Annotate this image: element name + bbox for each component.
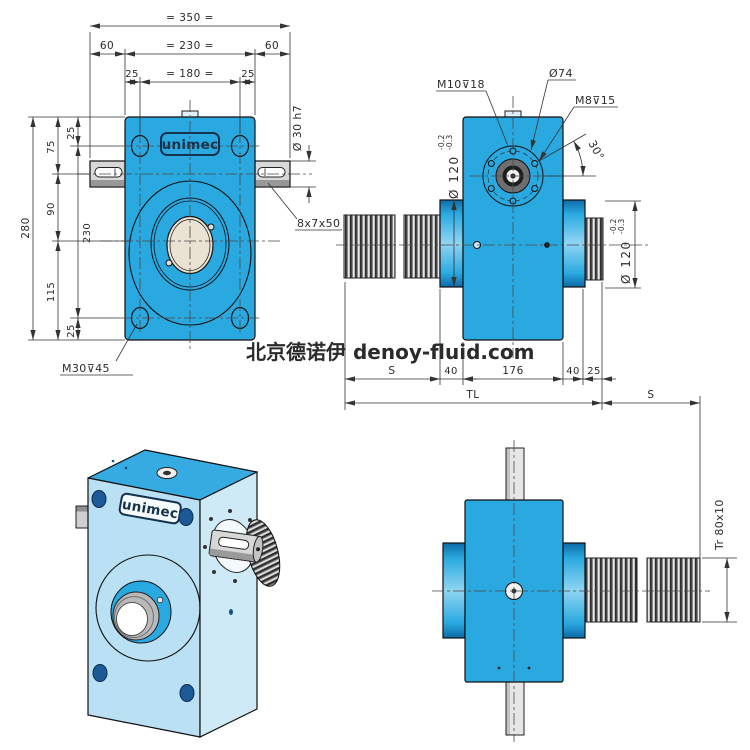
label-30deg: 30° bbox=[585, 138, 606, 162]
vertical-shaft-bottom bbox=[505, 680, 525, 736]
label-tr80: Tr 80x10 bbox=[713, 499, 726, 551]
dim-25-left: 25 bbox=[125, 69, 139, 80]
iso-flange bbox=[95, 554, 201, 662]
dim-tl: TL bbox=[465, 389, 479, 401]
dim-280: 280 bbox=[20, 217, 32, 239]
dim-25-bottom: 25 bbox=[66, 324, 77, 338]
screw-thread-left-inner bbox=[403, 214, 441, 279]
screw-thread-a bbox=[585, 557, 638, 623]
dimensions-side-bottom: S 40 176 40 25 TL S bbox=[344, 282, 701, 558]
dim-d120-left-tol-upper: -0.2 bbox=[437, 135, 446, 150]
dim-90: 90 bbox=[46, 202, 57, 216]
dim-d120-left: Ø 120 -0.2 -0.3 bbox=[437, 135, 461, 287]
iso-view: unimec bbox=[75, 449, 281, 738]
iso-keyway bbox=[218, 536, 250, 550]
dim-230: = 230 = bbox=[166, 40, 214, 52]
dim-40-right: 40 bbox=[566, 366, 580, 377]
centerlines-side bbox=[336, 96, 648, 358]
dim-tr80: Tr 80x10 bbox=[702, 499, 737, 623]
watermark-text: 北京德诺伊 denoy-fluid.com bbox=[246, 340, 534, 364]
worm-shaft-left bbox=[89, 160, 126, 188]
label-m10: M10⊽18 bbox=[437, 78, 485, 91]
dim-40-left: 40 bbox=[444, 366, 458, 377]
boss-left bbox=[439, 199, 464, 288]
dim-230-vert: 230 bbox=[82, 223, 93, 243]
iso-shaft bbox=[208, 529, 264, 563]
dim-s2: S bbox=[647, 389, 654, 401]
boss-left-bottom bbox=[442, 542, 466, 639]
front-view: unimec bbox=[20, 12, 342, 376]
label-m8: M8⊽15 bbox=[575, 94, 616, 107]
dim-d120-right: Ø 120 -0.2 -0.3 bbox=[605, 200, 641, 289]
dim-d120-right-tol-upper: -0.2 bbox=[609, 219, 618, 234]
dim-60-left: 60 bbox=[100, 40, 114, 52]
label-shaft-dia: Ø 30 h7 bbox=[291, 105, 304, 151]
dim-60-right: 60 bbox=[265, 40, 279, 52]
iso-front-holes bbox=[91, 490, 195, 702]
dim-25: 25 bbox=[587, 366, 601, 377]
iso-left-stub bbox=[75, 505, 90, 529]
dim-25-right: 25 bbox=[241, 69, 255, 80]
centerlines-front bbox=[78, 100, 312, 349]
dim-176: 176 bbox=[502, 365, 524, 377]
screw-view: Tr 80x10 bbox=[432, 440, 737, 742]
dim-d120-right-tol-lower: -0.3 bbox=[617, 219, 626, 234]
dim-350: = 350 = bbox=[166, 12, 214, 24]
iso-right-assembly bbox=[203, 509, 281, 615]
keyway-left bbox=[94, 167, 123, 178]
boss-right bbox=[562, 199, 586, 288]
keyway-right bbox=[257, 167, 286, 178]
side-view: M10⊽18 Ø74 M8⊽15 30° Ø 120 -0.2 -0.3 bbox=[336, 67, 701, 558]
dim-25-top: 25 bbox=[66, 126, 77, 140]
label-key: 8x7x50 bbox=[297, 217, 340, 230]
dim-75: 75 bbox=[46, 140, 57, 154]
dim-180: = 180 = bbox=[166, 68, 214, 80]
label-d74: Ø74 bbox=[549, 67, 573, 80]
dim-115: 115 bbox=[46, 282, 57, 302]
label-tap: M30⊽45 bbox=[62, 362, 110, 375]
screw-thread-b bbox=[646, 557, 701, 623]
boss-right-bottom bbox=[562, 542, 586, 639]
dim-s1: S bbox=[388, 365, 395, 377]
screw-thread-left-outer bbox=[343, 214, 396, 279]
screw-thread-right bbox=[584, 217, 604, 281]
iso-top-cap bbox=[156, 467, 178, 479]
centerlines-bottom bbox=[432, 440, 710, 742]
dim-d120-left-tol-lower: -0.3 bbox=[445, 135, 454, 150]
vertical-shaft-top bbox=[505, 447, 525, 502]
dimensions-front: = 350 = 60 = 230 = 60 25 = 180 = 25 280 … bbox=[20, 12, 342, 376]
dim-d120-right-text: Ø 120 bbox=[619, 240, 633, 284]
dim-d120-left-text: Ø 120 bbox=[447, 155, 461, 199]
